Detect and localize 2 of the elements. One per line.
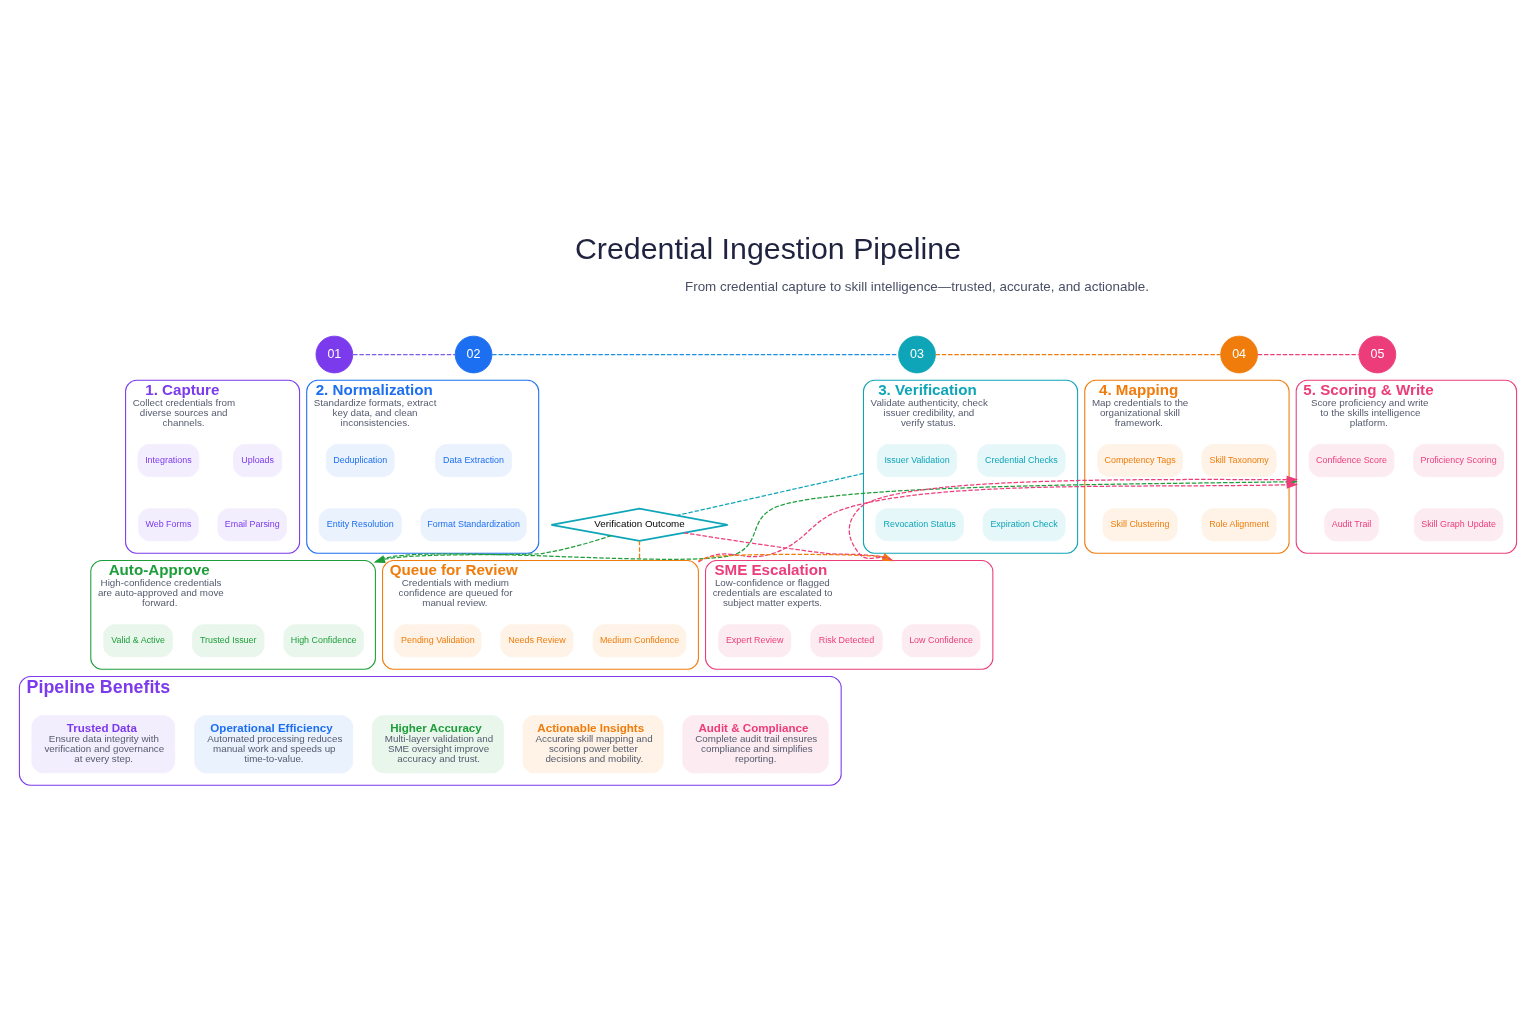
label: From credential capture to skill intelligence—trusted, accurate, and actionable. <box>685 278 1149 294</box>
diagram-title: Credential Ingestion Pipeline <box>574 232 962 266</box>
